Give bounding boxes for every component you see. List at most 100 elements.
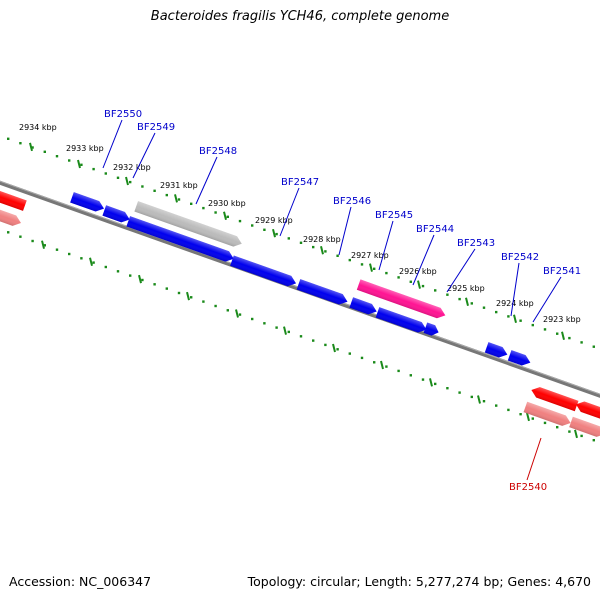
gene-label-bf2542[interactable]: BF2542: [501, 252, 539, 263]
tick-dot: [519, 319, 522, 322]
tick-dot: [141, 185, 144, 188]
gene-arrow-bf2540: [531, 387, 579, 412]
label-leader-line: [412, 234, 435, 286]
tick-dot: [360, 263, 364, 266]
tick-dot: [324, 250, 327, 253]
tick-dot: [470, 302, 473, 305]
tick-dot: [165, 193, 168, 197]
tick-dot: [470, 395, 473, 399]
major-tick: [380, 360, 384, 370]
gene-label-bf2550[interactable]: BF2550: [104, 109, 142, 120]
tick-dot: [141, 278, 144, 282]
gene-arrow-bf2541: [507, 350, 531, 366]
tick-dot: [495, 404, 498, 407]
tick-dot: [104, 265, 107, 269]
gene-label-bf2545[interactable]: BF2545: [375, 210, 413, 221]
tick-dot: [251, 224, 254, 227]
tick-dot: [543, 328, 547, 331]
tick-dot: [397, 276, 400, 279]
tick-dot: [263, 322, 266, 325]
major-tick: [29, 142, 33, 152]
gene-arrow-bf2542: [484, 342, 508, 358]
major-tick: [235, 309, 239, 318]
gene-arrow-bf2544: [349, 297, 377, 315]
tick-dot: [129, 180, 132, 184]
gene-arrow-rev-left-light: [0, 205, 21, 226]
inner-tick-line: [7, 231, 595, 442]
label-leader-line: [338, 206, 352, 256]
tick-dot: [409, 280, 412, 283]
gene-label-bf2544[interactable]: BF2544: [416, 224, 454, 235]
tick-dot: [80, 163, 83, 166]
kbp-label: 2923 kbp: [543, 315, 581, 324]
tick-dot: [238, 313, 242, 316]
gene-label-bf2549[interactable]: BF2549: [137, 122, 175, 133]
tick-dot: [324, 343, 327, 347]
gene-label-bf2546[interactable]: BF2546: [333, 196, 371, 207]
tick-dot: [238, 219, 242, 223]
major-tick: [272, 228, 276, 238]
tick-dot: [299, 241, 303, 244]
gene-arrow-bf2546: [230, 255, 297, 287]
kbp-label: 2928 kbp: [303, 235, 341, 244]
tick-dot: [531, 323, 534, 327]
major-tick: [89, 257, 93, 266]
gene-label-bf2540[interactable]: BF2540: [509, 482, 547, 493]
kbp-label: 2931 kbp: [160, 181, 198, 190]
gene-arrow-bf2547: [126, 216, 234, 262]
tick-dot: [421, 284, 425, 288]
kbp-label: 2929 kbp: [255, 216, 293, 225]
tick-dot: [226, 309, 229, 312]
major-tick: [332, 343, 336, 353]
kbp-label: 2934 kbp: [19, 123, 57, 132]
tick-dot: [312, 339, 315, 342]
major-tick: [417, 280, 421, 289]
tick-dot: [543, 421, 547, 425]
major-tick: [77, 159, 81, 169]
major-tick: [320, 245, 324, 255]
tick-dot: [214, 304, 217, 308]
map-title: Bacteroides fragilis YCH46, complete gen…: [150, 9, 450, 24]
tick-dot: [80, 257, 83, 260]
gene-arrow-rev-light-b: [569, 416, 600, 437]
gene-label-bf2547[interactable]: BF2547: [281, 177, 319, 188]
tick-dot: [360, 356, 364, 360]
tick-dot: [397, 369, 400, 373]
tick-dot: [592, 439, 595, 442]
tick-dot: [336, 348, 339, 351]
gene-features: [0, 189, 600, 437]
kbp-label: 2933 kbp: [66, 144, 104, 153]
genome-info-text: Topology: circular; Length: 5,277,274 bp…: [247, 574, 591, 589]
tick-dot: [153, 283, 156, 286]
tick-dot: [446, 293, 449, 296]
gene-arrow-rev-left: [0, 189, 27, 211]
label-leader-line: [279, 187, 300, 237]
tick-dot: [68, 159, 71, 162]
tick-dot: [153, 189, 156, 192]
kbp-label: 2925 kbp: [447, 284, 485, 293]
tick-dot: [190, 296, 193, 299]
gene-label-bf2541[interactable]: BF2541: [543, 266, 581, 277]
tick-dot: [177, 198, 181, 201]
tick-dot: [287, 237, 290, 240]
tick-dot: [580, 434, 583, 438]
tick-dot: [251, 317, 254, 321]
outer-tick-line: [7, 137, 595, 348]
tick-dot: [129, 274, 132, 277]
tick-dot: [348, 352, 351, 355]
tick-dot: [263, 228, 266, 231]
gene-arrow-bf2543b: [423, 322, 439, 336]
gene-arrow-bf2550: [70, 192, 105, 212]
kbp-label: 2926 kbp: [399, 267, 437, 276]
tick-dot: [68, 252, 71, 256]
label-leader-line: [526, 437, 542, 481]
tick-dot: [482, 400, 486, 403]
major-tick: [574, 429, 578, 439]
tick-dot: [312, 245, 315, 249]
gene-label-bf2543[interactable]: BF2543: [457, 238, 495, 249]
tick-dot: [556, 426, 559, 429]
tick-dot: [177, 291, 181, 295]
gene-label-bf2548[interactable]: BF2548: [199, 146, 237, 157]
tick-dot: [104, 172, 107, 175]
